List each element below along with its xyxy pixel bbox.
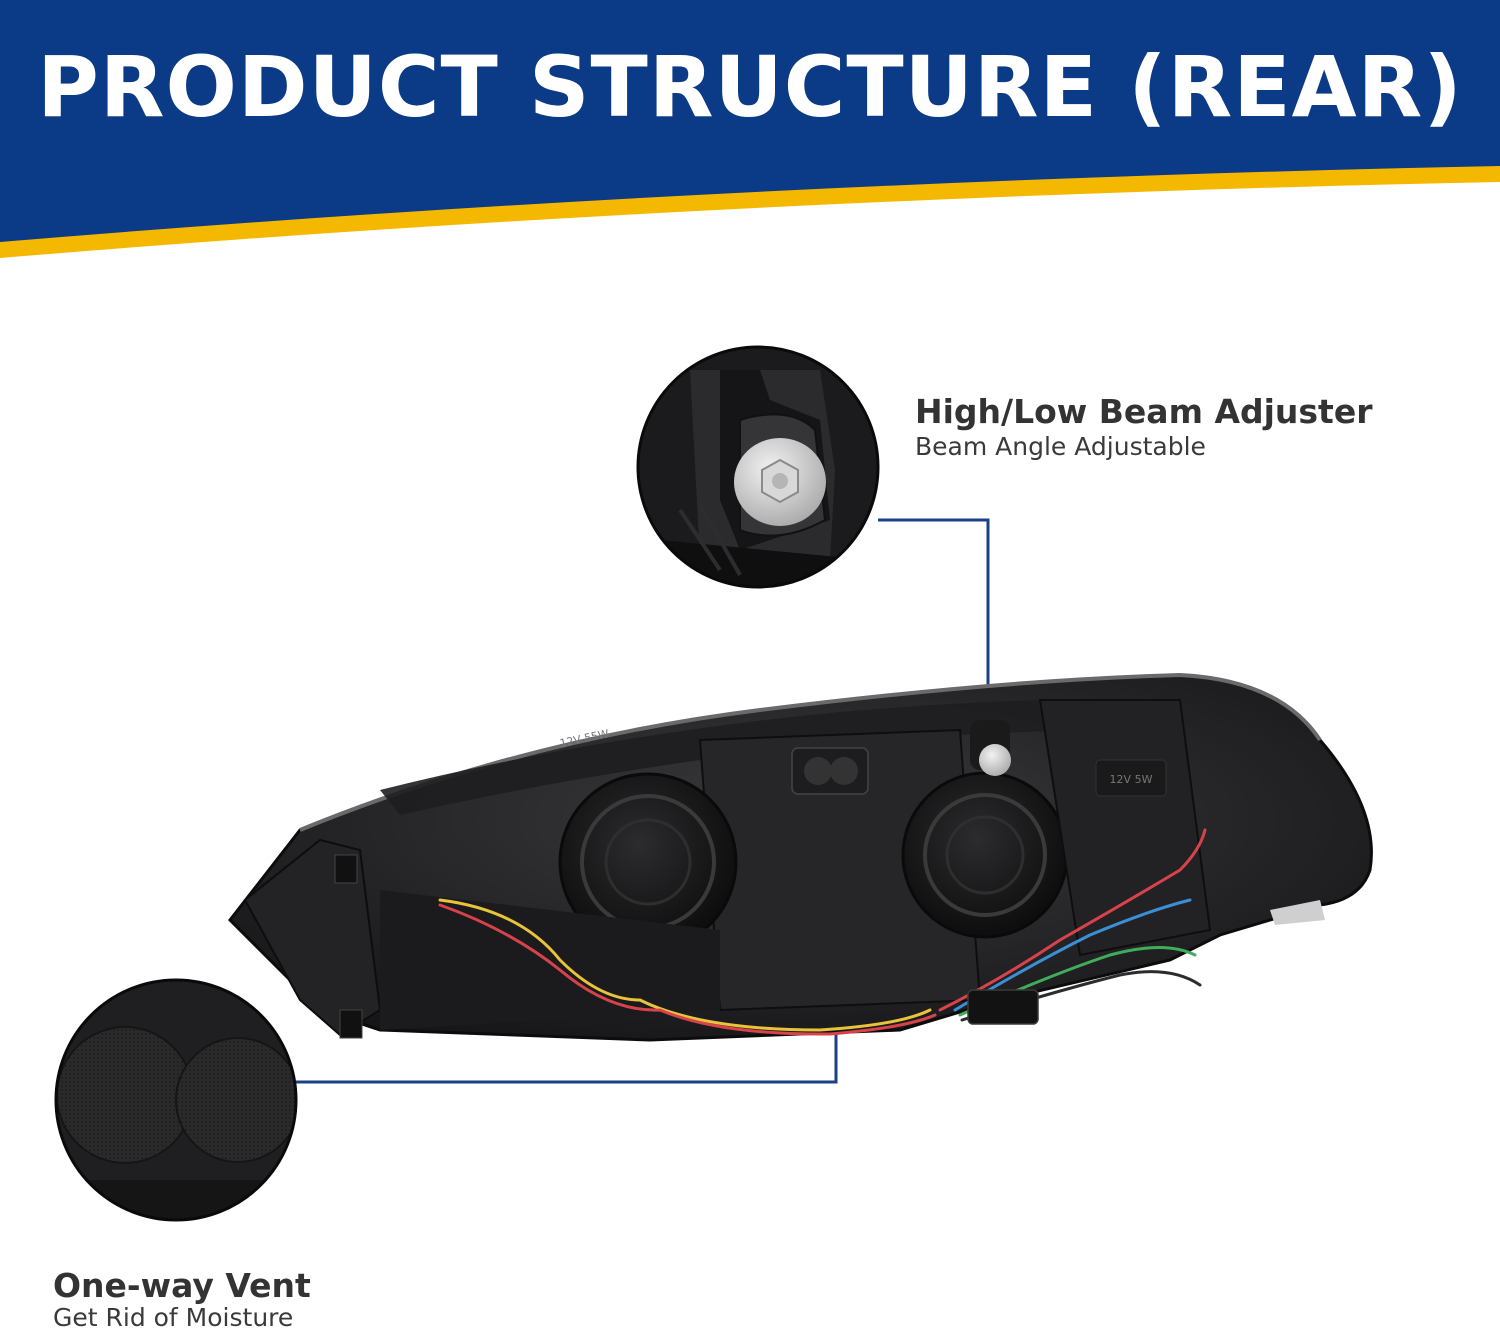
header-banner: PRODUCT STRUCTURE (REAR) [0, 0, 1500, 280]
housing-label-5w: 12V 5W [1110, 773, 1153, 786]
banner-fill [0, 0, 1500, 242]
adjuster-subtitle: Beam Angle Adjustable [915, 432, 1206, 461]
leader-line-adjuster [878, 518, 990, 735]
vent-subtitle: Get Rid of Moisture [53, 1303, 294, 1332]
banner-shape [0, 0, 1500, 258]
zoom-vent [54, 978, 298, 1222]
page-title: PRODUCT STRUCTURE (REAR) [37, 38, 1463, 136]
adjuster-title: High/Low Beam Adjuster [915, 392, 1373, 431]
wire-harness [438, 828, 1207, 1036]
headlight-housing: 12V 5W 12V 55W [228, 672, 1373, 1042]
vent-title: One-way Vent [53, 1266, 311, 1305]
zoom-adjuster [636, 345, 880, 589]
